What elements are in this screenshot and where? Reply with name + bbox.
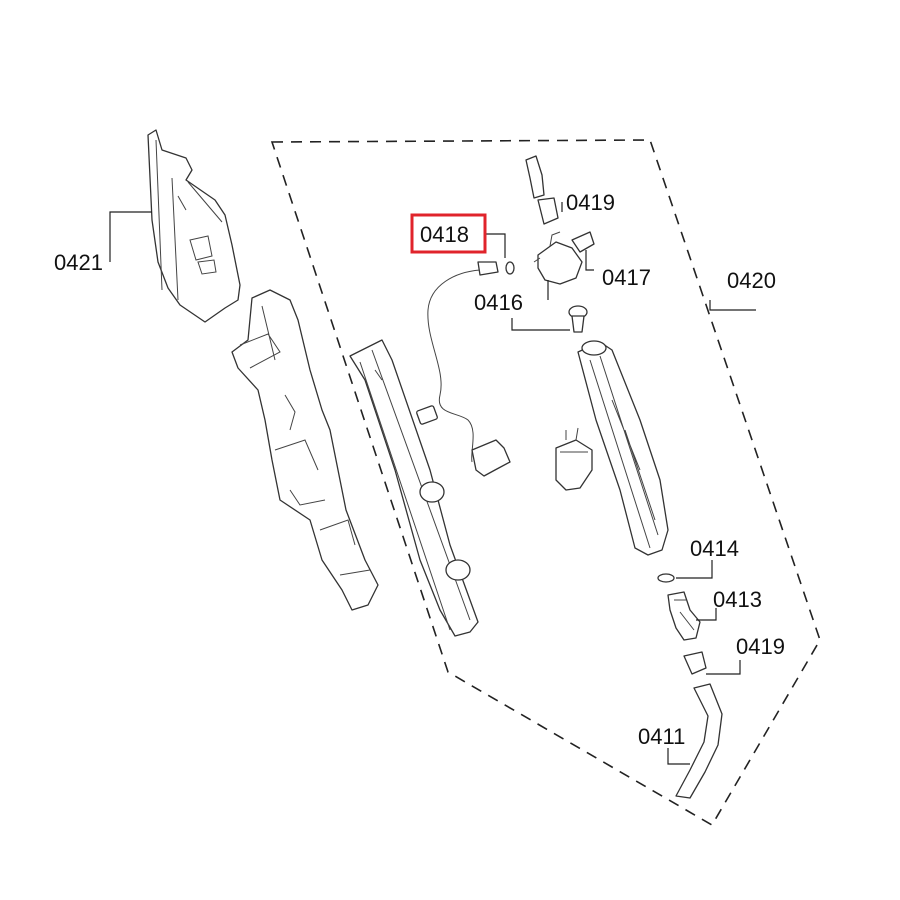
part-0419-bottom-connector: [683, 651, 707, 675]
callout-0416: 0416: [474, 290, 523, 315]
small-pump-unit: [555, 427, 593, 491]
callout-0419-bottom: 0419: [736, 634, 785, 659]
callout-0420: 0420: [727, 268, 776, 293]
part-0413-fitting: [667, 591, 701, 641]
callout-0413: 0413: [713, 587, 762, 612]
assembly-boundary-0420: [270, 139, 821, 827]
part-0418-sensor-cable: [416, 261, 515, 477]
part-0419-top-connector: [537, 197, 559, 225]
leader-lines: [109, 202, 756, 765]
heater-tube: [577, 340, 669, 556]
callout-0414: 0414: [690, 536, 739, 561]
part-0416-screw: [568, 305, 588, 333]
part-0414-washer: [657, 573, 675, 583]
callout-0418-highlight-box: [410, 213, 487, 254]
part-0417-solenoid-valve: [533, 231, 595, 285]
callout-0417: 0417: [602, 265, 651, 290]
part-0411-hose: [675, 683, 723, 799]
callout-0421: 0421: [54, 250, 103, 275]
rail-strip: [349, 339, 479, 637]
callout-0418: 0418: [420, 222, 469, 247]
top-hose-segment: [525, 155, 545, 199]
callout-0419-top: 0419: [566, 190, 615, 215]
callout-0411: 0411: [638, 724, 685, 749]
angled-bracket: [231, 289, 379, 611]
part-0421-duct-panel: [147, 129, 241, 323]
